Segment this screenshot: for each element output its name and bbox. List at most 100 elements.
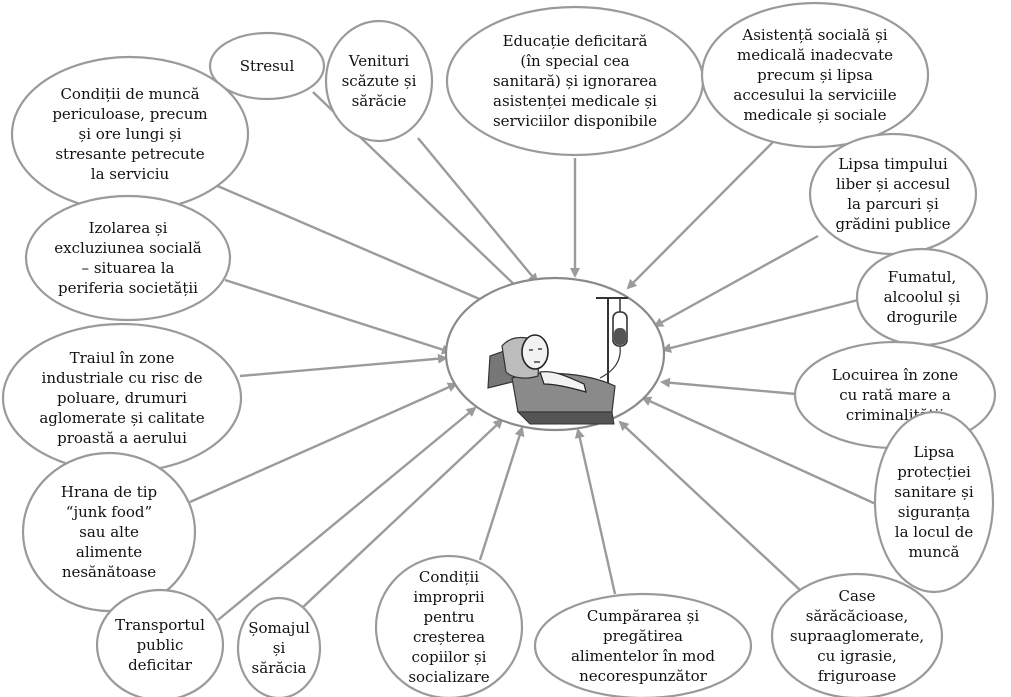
node-stress: Stresul xyxy=(208,31,326,101)
node-label-crime-areas-line-0: Locuirea în zone xyxy=(832,366,958,384)
arrow-child-conditions xyxy=(478,426,525,561)
node-label-industrial-zones-line-4: proastă a aerului xyxy=(57,429,187,447)
node-junk-food: Hrana de tip“junk food”sau altealimenten… xyxy=(21,451,197,613)
node-label-poor-education-line-1: (în special cea xyxy=(520,52,629,70)
node-social-isolation: Izolarea și excluziunea socială – situarea… xyxy=(24,194,232,322)
node-label-social-isolation-line-0: Izolarea și xyxy=(89,219,168,237)
node-label-child-conditions-line-0: Condiții xyxy=(419,568,479,586)
node-label-social-isolation-line-2: – situarea la xyxy=(82,259,175,277)
node-label-poor-housing-line-4: friguroase xyxy=(818,667,897,685)
arrow-workplace-safety xyxy=(641,396,879,507)
node-label-inadequate-care-line-2: precum și lipsa xyxy=(757,66,873,84)
node-label-child-conditions-line-3: creșterea xyxy=(413,628,485,646)
node-label-no-free-time-line-2: la parcuri și xyxy=(847,195,939,213)
node-label-child-conditions-line-1: improprii xyxy=(413,588,484,606)
node-low-income: Venituri scăzute și sărăcie xyxy=(324,19,434,143)
node-label-crime-areas-line-1: cu rată mare a xyxy=(839,386,951,404)
node-label-inadequate-care-line-3: accesului la serviciile xyxy=(733,86,896,104)
node-label-dangerous-work-line-2: și ore lungi și xyxy=(79,125,182,143)
node-label-no-free-time-line-1: liber și accesul xyxy=(836,175,950,193)
node-label-public-transport-line-0: Transportul xyxy=(115,616,205,634)
arrow-low-income xyxy=(417,137,539,284)
sick-patient-in-bed-with-iv-drip-icon xyxy=(487,297,628,425)
node-label-industrial-zones-line-0: Traiul în zone xyxy=(70,349,175,367)
node-ellipse-poor-housing xyxy=(770,572,944,697)
node-label-child-conditions-line-5: socializare xyxy=(408,668,489,686)
node-label-public-transport-line-1: public xyxy=(137,636,184,654)
node-label-dangerous-work-line-1: periculoase, precum xyxy=(52,105,207,123)
node-label-food-purchase-line-1: pregătirea xyxy=(603,627,683,645)
node-label-workplace-safety-line-0: Lipsa xyxy=(913,443,954,461)
node-label-unemployment-line-2: sărăcia xyxy=(252,659,307,677)
node-label-workplace-safety-line-5: muncă xyxy=(909,543,960,561)
node-label-no-free-time-line-0: Lipsa timpului xyxy=(838,155,948,173)
node-label-unemployment-line-1: și xyxy=(273,639,286,657)
arrow-food-purchase xyxy=(574,428,617,595)
node-ellipse-low-income xyxy=(324,19,434,143)
node-label-poor-housing-line-2: supraaglomerate, xyxy=(790,627,924,645)
node-label-inadequate-care-line-4: medicale și sociale xyxy=(743,106,886,124)
node-label-dangerous-work-line-4: la serviciu xyxy=(91,165,170,183)
node-label-stress-line-0: Stresul xyxy=(240,57,295,75)
node-label-poor-education-line-4: serviciilor disponibile xyxy=(493,112,657,130)
node-ellipse-no-free-time xyxy=(808,132,978,256)
arrows-layer xyxy=(189,91,879,621)
node-label-dangerous-work-line-3: stresante petrecute xyxy=(55,145,204,163)
node-poor-education: Educație deficitară (în special cea sanita… xyxy=(445,5,705,157)
node-label-food-purchase-line-2: alimentelor în mod xyxy=(571,647,715,665)
node-label-junk-food-line-1: “junk food” xyxy=(66,503,152,521)
node-unemployment: Șomajul și sărăcia xyxy=(236,596,322,697)
node-ellipse-child-conditions xyxy=(374,554,524,697)
node-ellipse-stress xyxy=(208,31,326,101)
node-label-unemployment-line-0: Șomajul xyxy=(248,619,310,637)
arrow-crime-areas xyxy=(660,377,797,396)
node-label-junk-food-line-4: nesănătoase xyxy=(62,563,156,581)
node-ellipse-unemployment xyxy=(236,596,322,697)
arrow-smoking xyxy=(661,298,859,353)
node-industrial-zones: Traiul în zone industriale cu risc de polu… xyxy=(1,322,243,474)
arrow-poor-housing xyxy=(618,420,801,591)
node-ellipse-workplace-safety xyxy=(873,410,995,594)
node-label-poor-housing-line-3: cu igrasie, xyxy=(817,647,896,665)
center-patient-node xyxy=(444,276,666,432)
node-label-food-purchase-line-0: Cumpărarea și xyxy=(587,607,699,625)
node-label-poor-education-line-2: sanitară) și ignorarea xyxy=(493,72,657,90)
node-child-conditions: Condiții improprii pentru creșterea copiilor… xyxy=(374,554,524,697)
node-label-no-free-time-line-3: grădini publice xyxy=(835,215,950,233)
arrow-unemployment xyxy=(301,418,504,609)
arrow-dangerous-work xyxy=(212,182,507,312)
node-label-smoking-line-2: drogurile xyxy=(887,308,958,326)
node-label-poor-housing-line-0: Case xyxy=(839,587,876,605)
node-label-inadequate-care-line-1: medicală inadecvate xyxy=(737,46,893,64)
node-food-purchase: Cumpărarea și pregătirea alimentelor în mo… xyxy=(533,592,753,697)
node-label-food-purchase-line-3: necorespunzător xyxy=(579,667,708,685)
node-label-workplace-safety-line-1: protecției xyxy=(897,463,971,481)
node-ellipse-inadequate-care xyxy=(700,1,930,149)
node-label-social-isolation-line-3: periferia societății xyxy=(58,279,198,297)
node-label-social-isolation-line-1: excluziunea socială xyxy=(54,239,201,257)
node-label-child-conditions-line-2: pentru xyxy=(424,608,475,626)
node-label-low-income-line-1: scăzute și xyxy=(342,72,417,90)
node-label-child-conditions-line-4: copiilor și xyxy=(412,648,487,666)
arrow-public-transport xyxy=(217,406,477,621)
arrow-no-free-time xyxy=(653,234,819,328)
arrow-inadequate-care xyxy=(626,139,776,290)
node-label-industrial-zones-line-2: poluare, drumuri xyxy=(57,389,187,407)
node-no-free-time: Lipsa timpului liber și accesul la parcuri… xyxy=(808,132,978,256)
node-label-smoking-line-0: Fumatul, xyxy=(888,268,957,286)
node-label-workplace-safety-line-3: siguranța xyxy=(898,503,971,521)
node-label-poor-education-line-0: Educație deficitară xyxy=(503,32,648,50)
node-label-industrial-zones-line-3: aglomerate și calitate xyxy=(39,409,204,427)
node-label-industrial-zones-line-1: industriale cu risc de xyxy=(42,369,203,387)
node-label-junk-food-line-0: Hrana de tip xyxy=(61,483,157,501)
node-label-junk-food-line-2: sau alte xyxy=(79,523,139,541)
node-label-low-income-line-2: sărăcie xyxy=(352,92,407,110)
node-label-low-income-line-0: Venituri xyxy=(348,52,410,70)
